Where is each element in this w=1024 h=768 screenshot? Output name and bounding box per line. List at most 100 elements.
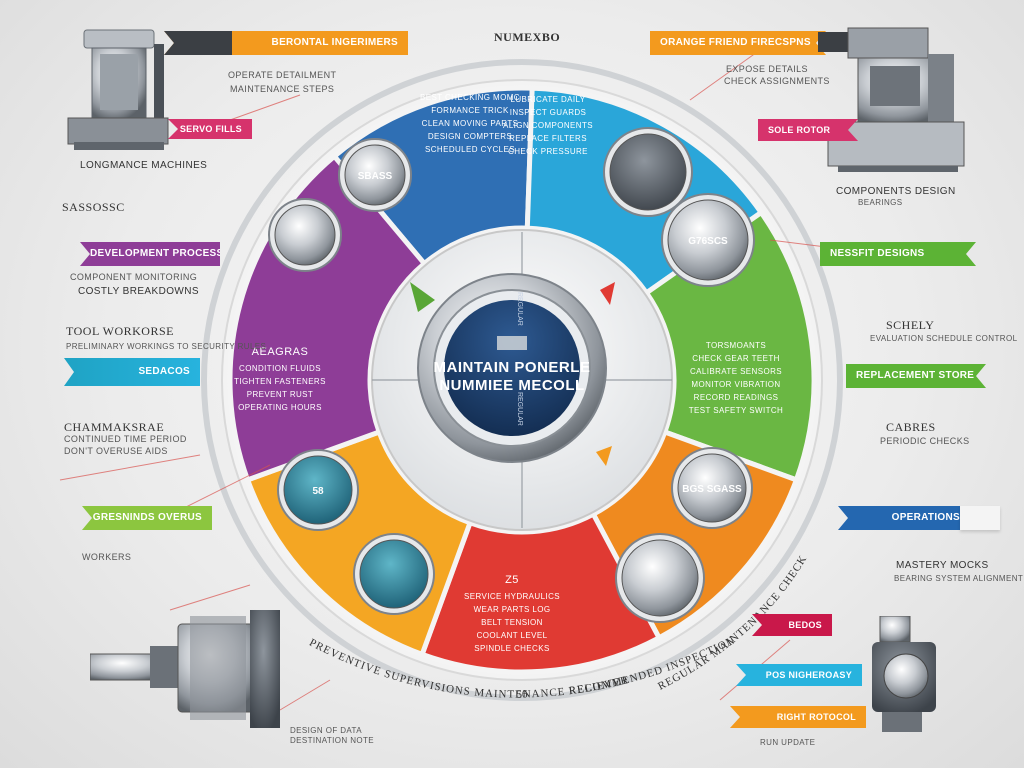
tag-blue-right-tail xyxy=(960,506,1000,530)
tag-pink-right: SOLE ROTOR xyxy=(758,119,858,141)
segment-red xyxy=(418,510,663,675)
section-heading-right-1: SCHELY xyxy=(886,318,935,332)
section-heading-right-2: CABRES xyxy=(886,420,936,434)
machine-label: LONGMANCE MACHINES xyxy=(80,160,208,171)
segment-text: CLEAN MOVING PARTS xyxy=(422,119,519,128)
caption-mastery: MASTERY MOCKS xyxy=(896,560,989,571)
center-vertical-text-2: REGULAR xyxy=(516,392,523,426)
gauge-face xyxy=(359,539,429,609)
section-heading-1: SASSOSSC xyxy=(62,200,125,214)
tag-pink: SERVO FILLS xyxy=(168,119,252,139)
gauge-face xyxy=(677,453,747,523)
caption-periodic-checks: PERIODIC CHECKS xyxy=(880,436,970,446)
tag-blue-right: OPERATIONS xyxy=(838,506,970,530)
gauge-label: G76SCS xyxy=(688,236,728,247)
gauge-face xyxy=(667,199,749,281)
segment-text: CHECK PRESSURE xyxy=(508,147,588,156)
segment-text: BELT TENSION xyxy=(481,618,543,627)
gauge-face xyxy=(274,204,336,266)
segment-text: CONDITION FLUIDS xyxy=(239,364,321,373)
cnc-machine-icon xyxy=(818,27,965,172)
orange-arrow-marker xyxy=(596,446,612,466)
leader-line xyxy=(229,94,301,121)
gauge-label: BGS SGASS xyxy=(682,484,742,495)
segment-text: DESIGN COMPTERS xyxy=(428,132,512,141)
leader-line xyxy=(169,584,251,611)
gauge-label: 58 xyxy=(312,486,324,497)
caption-operate: OPERATE DETAILMENT xyxy=(228,70,337,80)
segment-title: AEAGRAS xyxy=(252,346,309,358)
center-hub-face xyxy=(444,300,580,436)
gauge-face xyxy=(283,455,353,525)
segment-text: CALIBRATE SENSORS xyxy=(690,367,782,376)
caption-bearing-alignment: BEARING SYSTEM ALIGNMENT xyxy=(894,574,1024,583)
segment-text: INSPECT GUARDS xyxy=(510,108,587,117)
segment-text: TIGHTEN FASTENERS xyxy=(234,377,326,386)
segment-text: PREVENT RUST xyxy=(247,390,313,399)
bottom-caption-destination: DESTINATION NOTE xyxy=(290,736,375,745)
tag-purple: DEVELOPMENT PROCESSES xyxy=(80,242,220,266)
segment-text: WEAR PARTS LOG xyxy=(474,605,551,614)
segment-text: TORSMOANTS xyxy=(706,341,766,350)
center-vertical-text: REGULAR xyxy=(516,292,523,326)
leader-line xyxy=(689,49,761,101)
tag-green-right: NESSFIT DESIGNS xyxy=(820,242,976,266)
tag-teal: SEDACOS xyxy=(64,358,200,386)
tag-green-right-2: REPLACEMENT STORE xyxy=(846,364,986,388)
caption-overuse: DON'T OVERUSE AIDS xyxy=(64,446,168,456)
segment-text: TEST SAFETY SWITCH xyxy=(689,406,783,415)
segment-text: MONITOR VIBRATION xyxy=(691,380,780,389)
segment-text: RECORD READINGS xyxy=(694,393,779,402)
shaft-gear-icon xyxy=(90,610,280,728)
tag-cyan: POS NIGHEROASY xyxy=(736,664,862,686)
gauge-face xyxy=(344,144,406,206)
caption-time-period: CONTINUED TIME PERIOD xyxy=(64,434,187,444)
leader-line xyxy=(279,679,331,711)
segment-text: FORMANCE TRICK xyxy=(431,106,509,115)
tag-orange-top-right: ORANGE FRIEND FIRECSPNS xyxy=(650,31,826,55)
gauge-label: SBASS xyxy=(358,171,393,182)
tag-orange-right: RIGHT ROTOCOL xyxy=(730,706,866,728)
segment-text: ALIGN COMPONENTS xyxy=(503,121,593,130)
segment-text: CHECK GEAR TEETH xyxy=(692,354,780,363)
segment-text: REPLACE FILTERS xyxy=(509,134,587,143)
leader-line xyxy=(59,454,201,481)
press-machine-icon xyxy=(67,29,169,150)
caption-costly-breakdowns: COSTLY BREAKDOWNS xyxy=(78,286,199,297)
page-title: NUMEXBO xyxy=(494,30,561,44)
caption-expose-details: EXPOSE DETAILS xyxy=(726,64,808,74)
segment-title: Z5 xyxy=(505,574,519,586)
segment-text: SPINDLE CHECKS xyxy=(474,644,549,653)
outer-ring xyxy=(201,59,843,701)
caption-evaluation: EVALUATION SCHEDULE CONTROL xyxy=(870,334,1018,343)
caption-security-rules: PRELIMINARY WORKINGS TO SECURITY RULES xyxy=(66,342,267,351)
arc-text-bottom-mid: 56 xyxy=(516,688,528,700)
segment-text: SCHEDULED CYCLES xyxy=(425,145,515,154)
bearing-gear-icon xyxy=(872,616,936,732)
section-heading-2: TOOL WORKORSE xyxy=(66,324,174,338)
segment-text: SERVICE HYDRAULICS xyxy=(464,592,560,601)
gauge-face xyxy=(621,539,699,617)
gauge-group: SBASS G76SCS BGS SGASS 58 xyxy=(268,127,755,623)
tag-crimson: BEDOS xyxy=(752,614,832,636)
caption-bearings: BEARINGS xyxy=(858,198,903,207)
hub-marker xyxy=(497,336,527,350)
caption-maintenance-steps: MAINTENANCE STEPS xyxy=(230,84,335,94)
red-arrow-marker xyxy=(600,282,615,305)
caption-component-monitoring: COMPONENT MONITORING xyxy=(70,272,198,282)
caption-workers: WORKERS xyxy=(82,552,132,562)
center-label-1: MAINTAIN PONERLE xyxy=(434,359,591,376)
bottom-caption-design: DESIGN OF DATA xyxy=(290,726,362,735)
tag-dark-cap xyxy=(164,31,232,55)
segment-text: LUBRICATE DAILY xyxy=(510,95,585,104)
segment-text: OPERATING HOURS xyxy=(238,403,322,412)
caption-components-design: COMPONENTS DESIGN xyxy=(836,186,956,197)
section-heading-3: CHAMMAKSRAE xyxy=(64,420,165,434)
gauge-face xyxy=(609,133,687,211)
segment-text: BEST CHECKING MOMC xyxy=(420,93,520,102)
green-arrow-marker xyxy=(410,282,435,312)
segment-blue-top xyxy=(330,85,535,268)
segment-text: COOLANT LEVEL xyxy=(477,631,548,640)
caption-check-assignments: CHECK ASSIGNMENTS xyxy=(724,76,830,86)
